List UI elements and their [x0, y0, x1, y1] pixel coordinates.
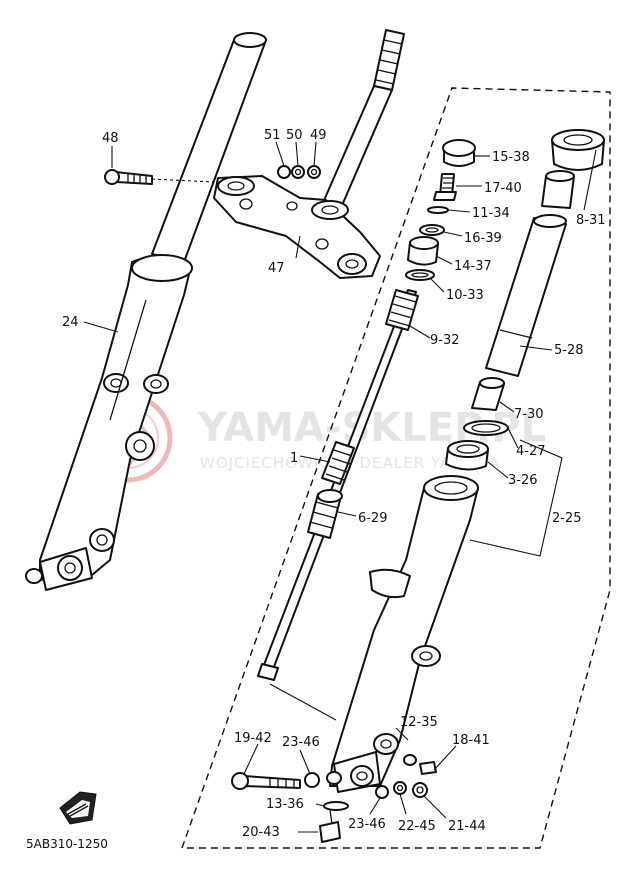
cap-15 [442, 139, 476, 167]
callout-22: 22-45 [398, 819, 436, 834]
outer-tube-2 [326, 475, 479, 793]
steering-stem [321, 29, 405, 211]
callout-18: 18-41 [452, 733, 490, 748]
callout-19: 19-42 [234, 731, 272, 746]
inner-tube-5 [485, 214, 567, 377]
spacer-14 [407, 236, 439, 266]
callout-2: 2-25 [552, 511, 582, 526]
callout-7: 7-30 [514, 407, 544, 422]
callout-48: 48 [102, 131, 119, 146]
clip-11 [427, 206, 449, 214]
oring-16 [419, 224, 445, 236]
callout-23-upper: 23-46 [282, 735, 320, 750]
callout-9: 9-32 [430, 333, 460, 348]
oil-seal-3 [445, 440, 489, 471]
damper-6 [307, 489, 343, 539]
leader-lines [83, 141, 597, 833]
assembly-boundary [181, 87, 611, 849]
callout-49: 49 [310, 128, 327, 143]
fork-leg-24 [25, 32, 267, 591]
callout-5: 5-28 [554, 343, 584, 358]
slide-bush-7 [471, 377, 505, 411]
direction-symbol-icon [59, 791, 97, 825]
washer-4 [463, 420, 509, 436]
callout-labels: 48 51 50 49 47 24 15-38 17-40 11-34 16-3… [62, 128, 606, 840]
callout-11: 11-34 [472, 206, 510, 221]
callout-21: 21-44 [448, 819, 486, 834]
callout-51: 51 [264, 128, 281, 143]
callout-3: 3-26 [508, 473, 538, 488]
callout-14: 14-37 [454, 259, 492, 274]
callout-6: 6-29 [358, 511, 388, 526]
cap-bolt-17 [433, 173, 457, 201]
small-parts-49-51 [277, 165, 321, 179]
fork-spring-9 [385, 289, 419, 331]
under-bracket-47 [213, 175, 381, 279]
callout-20: 20-43 [242, 825, 280, 840]
bushing-8 [541, 170, 575, 209]
callout-12: 12-35 [400, 715, 438, 730]
callout-17: 17-40 [484, 181, 522, 196]
callout-47: 47 [268, 261, 285, 276]
callout-16: 16-39 [464, 231, 502, 246]
bolt-48 [104, 169, 215, 185]
callout-1: 1 [290, 451, 298, 466]
callout-10: 10-33 [446, 288, 484, 303]
diagram-code: 5AB310-1250 [26, 837, 108, 851]
callout-50: 50 [286, 128, 303, 143]
callout-8: 8-31 [576, 213, 606, 228]
seal-cap-8 [551, 129, 605, 171]
damper-rod-1 [257, 289, 417, 681]
callout-15: 15-38 [492, 150, 530, 165]
callout-23-lower: 23-46 [348, 817, 386, 832]
callout-13: 13-36 [266, 797, 304, 812]
callout-4: 4-27 [516, 444, 546, 459]
callout-24: 24 [62, 315, 79, 330]
ring-10 [405, 269, 435, 281]
